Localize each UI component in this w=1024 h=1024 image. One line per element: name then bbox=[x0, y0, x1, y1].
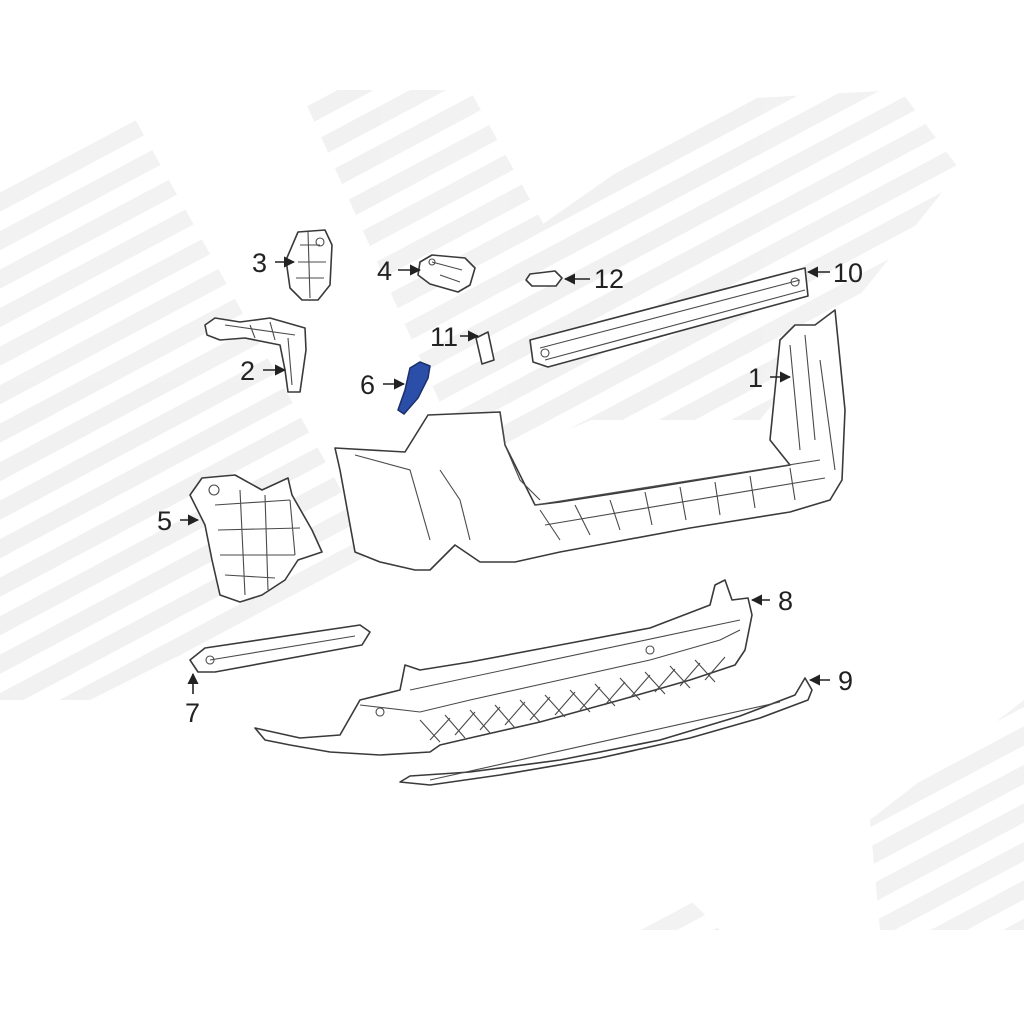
callout-5[interactable]: 5 bbox=[157, 506, 172, 536]
part-12-clip[interactable] bbox=[525, 270, 563, 287]
callout-10[interactable]: 10 bbox=[833, 258, 863, 288]
callout-1[interactable]: 1 bbox=[748, 363, 763, 393]
part-10-reinforcement-bar[interactable] bbox=[529, 267, 809, 368]
part-4-sensor-bracket[interactable] bbox=[417, 254, 476, 293]
callout-8[interactable]: 8 bbox=[778, 586, 793, 616]
part-8-lower-valance[interactable] bbox=[254, 579, 753, 756]
callout-3[interactable]: 3 bbox=[252, 248, 267, 278]
part-9-trim-strip[interactable] bbox=[399, 677, 813, 786]
callout-2[interactable]: 2 bbox=[240, 356, 255, 386]
callout-12[interactable]: 12 bbox=[594, 264, 624, 294]
part-7-reflector[interactable] bbox=[189, 624, 371, 673]
callout-11[interactable]: 11 bbox=[430, 322, 458, 352]
part-3-mount-bracket[interactable] bbox=[285, 229, 333, 301]
part-2-side-bracket[interactable] bbox=[204, 317, 307, 393]
callout-6[interactable]: 6 bbox=[360, 370, 375, 400]
part-11-pad[interactable] bbox=[475, 331, 495, 365]
part-5-side-support[interactable] bbox=[189, 474, 323, 603]
part-1-bumper-support[interactable] bbox=[334, 309, 846, 571]
callout-4[interactable]: 4 bbox=[377, 256, 392, 286]
part-6-highlighted[interactable] bbox=[397, 361, 431, 415]
callout-7[interactable]: 7 bbox=[185, 698, 200, 728]
callout-labels: 1 2 3 4 5 6 7 8 9 10 11 12 bbox=[157, 248, 863, 728]
leader-lines bbox=[180, 256, 830, 694]
callout-9[interactable]: 9 bbox=[838, 666, 853, 696]
